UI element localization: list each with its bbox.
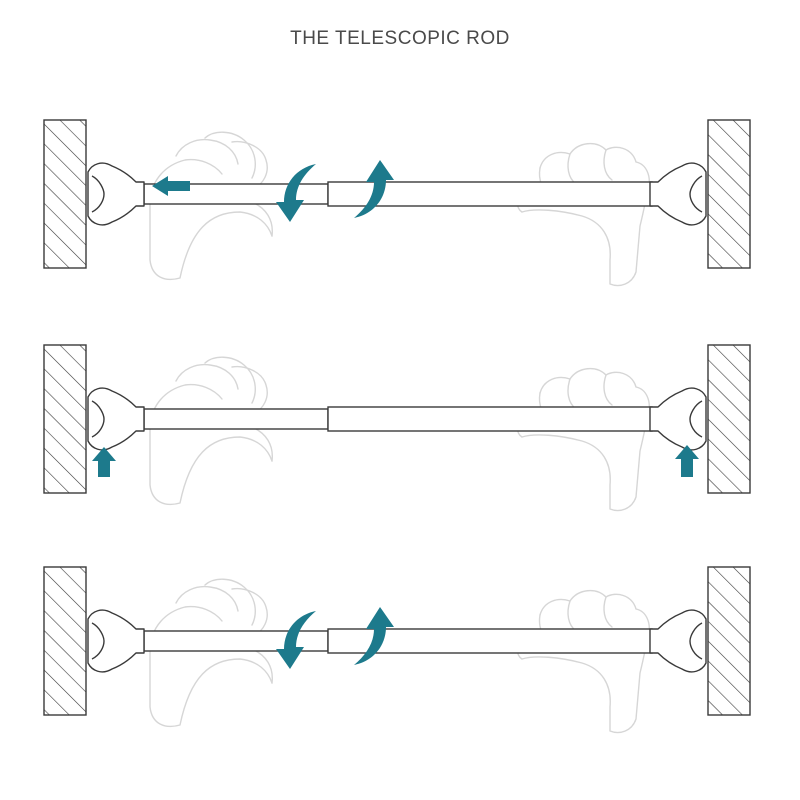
left-hand-illustration bbox=[149, 131, 274, 281]
right-wall bbox=[707, 566, 751, 716]
right-suction-cup bbox=[649, 387, 707, 451]
right-suction-cup bbox=[649, 162, 707, 226]
arrow-up-icon-right bbox=[675, 445, 699, 477]
right-hand-illustration bbox=[517, 367, 650, 512]
step-1 bbox=[43, 119, 751, 287]
left-suction-cup bbox=[87, 609, 145, 673]
step-2 bbox=[43, 344, 751, 512]
right-wall bbox=[707, 119, 751, 269]
right-wall bbox=[707, 344, 751, 494]
left-wall bbox=[43, 344, 87, 494]
left-wall bbox=[43, 566, 87, 716]
right-hand-illustration bbox=[517, 589, 650, 734]
left-suction-cup bbox=[87, 387, 145, 451]
left-hand-illustration bbox=[149, 578, 274, 728]
right-hand-illustration bbox=[517, 142, 650, 287]
left-hand-illustration bbox=[149, 356, 274, 506]
telescopic-rod bbox=[143, 406, 653, 432]
diagram-title: THE TELESCOPIC ROD bbox=[290, 28, 510, 49]
arrow-left-icon bbox=[152, 176, 190, 196]
telescopic-rod bbox=[143, 628, 653, 654]
left-wall bbox=[43, 119, 87, 269]
arrow-up-icon-left bbox=[92, 447, 116, 477]
telescopic-rod bbox=[143, 181, 653, 207]
right-suction-cup bbox=[649, 609, 707, 673]
step-3 bbox=[43, 566, 751, 734]
left-suction-cup bbox=[87, 162, 145, 226]
